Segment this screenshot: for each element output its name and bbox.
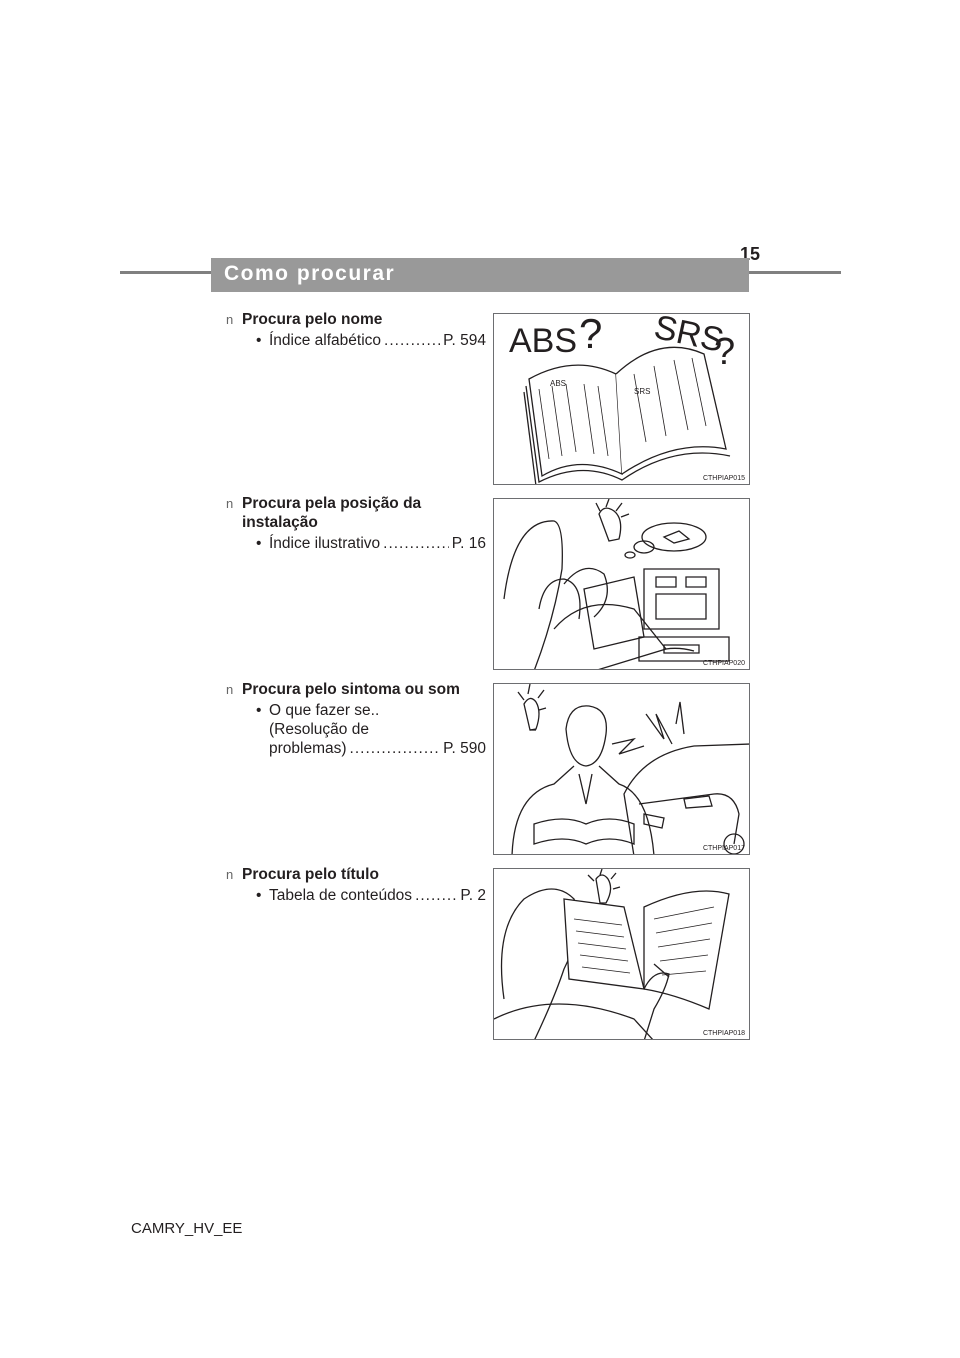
index-entry: • O que fazer se.. (Resolução de problem…	[256, 701, 486, 758]
page-reference[interactable]: P. 594	[443, 332, 486, 349]
figure-driver-reading: CTHPIAP020	[493, 498, 750, 670]
abs-page-label: ABS	[550, 379, 566, 388]
man-car-illustration	[511, 684, 749, 854]
index-entry: • Tabela de conteúdos P. 2	[256, 886, 486, 905]
bullet-icon: •	[256, 332, 262, 349]
square-bullet-icon: n	[226, 682, 234, 697]
item-heading: Procura pelo nome	[242, 311, 383, 328]
square-bullet-icon: n	[226, 496, 234, 511]
dot-leader	[383, 534, 449, 553]
abs-label: ABS	[509, 322, 577, 360]
search-item-symptom: n Procura pelo sintoma ou som • O que fa…	[226, 680, 486, 758]
bullet-icon: •	[256, 535, 262, 552]
entry-label: Tabela de conteúdos	[269, 887, 413, 904]
figure-code: CTHPIAP015	[702, 475, 745, 482]
figure-code: CTHPIAP018	[702, 1030, 745, 1037]
square-bullet-icon: n	[226, 867, 234, 882]
index-entry: • Índice alfabético P. 594	[256, 331, 486, 350]
bullet-icon: •	[256, 702, 262, 719]
question-mark-icon: ?	[579, 314, 602, 357]
figure-code: CTHPIAP017	[702, 845, 745, 852]
search-item-title: n Procura pelo título • Tabela de conteú…	[226, 865, 486, 905]
dot-leader	[415, 886, 457, 905]
item-heading: Procura pela posição da	[242, 495, 422, 512]
reading-manual-illustration	[494, 869, 730, 1039]
entry-label: problemas)	[269, 740, 347, 757]
open-book-illustration: ABS ? SRS ? ABS SRS	[509, 314, 735, 484]
srs-page-label: SRS	[634, 387, 650, 396]
figure-code: CTHPIAP020	[702, 660, 745, 667]
index-entry: • Índice ilustrativo P. 16	[256, 534, 486, 553]
page-reference[interactable]: P. 2	[460, 887, 486, 904]
section-header: Como procurar	[211, 258, 749, 292]
driver-illustration	[503, 499, 730, 669]
footer-model-code: CAMRY_HV_EE	[131, 1220, 243, 1237]
item-heading-line-2: instalação	[242, 514, 318, 531]
search-item-name: n Procura pelo nome • Índice alfabético …	[226, 310, 486, 350]
dot-leader	[384, 331, 440, 350]
entry-line: O que fazer se..	[269, 702, 380, 719]
dot-leader	[350, 739, 441, 758]
figure-man-car: CTHPIAP017	[493, 683, 750, 855]
page-reference[interactable]: P. 590	[443, 740, 486, 757]
page-reference[interactable]: P. 16	[451, 535, 486, 552]
figure-reading-manual: CTHPIAP018	[493, 868, 750, 1040]
question-mark-icon: ?	[714, 331, 735, 373]
item-heading: Procura pelo sintoma ou som	[242, 681, 460, 698]
section-title: Como procurar	[224, 262, 396, 285]
square-bullet-icon: n	[226, 312, 234, 327]
figure-open-book: ABS ? SRS ? ABS SRS CTHPIAP015	[493, 313, 750, 485]
entry-label: Índice alfabético	[269, 332, 382, 349]
entry-line: (Resolução de	[269, 721, 369, 738]
item-heading: Procura pelo título	[242, 866, 379, 883]
entry-label: Índice ilustrativo	[269, 535, 381, 552]
bullet-icon: •	[256, 887, 262, 904]
search-item-position: n Procura pela posição da instalação • Í…	[226, 494, 486, 553]
